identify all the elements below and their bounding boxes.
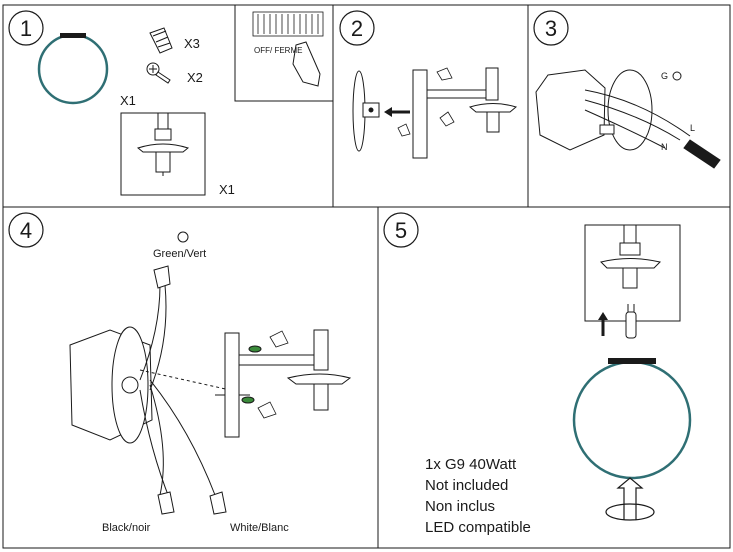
panel-grid [2, 4, 731, 549]
white-connector-icon [209, 491, 227, 515]
screw-lower-icon [257, 401, 277, 419]
ground-wire-label: G [661, 71, 668, 81]
step-1-number: 1 [20, 16, 32, 41]
step-5-badge: 5 [383, 212, 419, 248]
white-wire-label: White/Blanc [230, 522, 289, 534]
ring-quantity: X1 [120, 93, 136, 108]
ring-shade-part [37, 33, 109, 105]
wiring-lines [139, 284, 250, 501]
mounting-plate [352, 70, 380, 152]
green-screw-lower-icon [241, 396, 255, 404]
bulb-spec-line-3: Non inclus [425, 498, 495, 515]
green-wire-label: Green/Vert [153, 248, 206, 260]
step-1-badge: 1 [8, 10, 44, 46]
g9-bulb-icon [625, 304, 637, 339]
step-3-badge: 3 [533, 10, 569, 46]
black-wire-label: Black/noir [102, 522, 151, 534]
step-3-number: 3 [545, 16, 557, 41]
junction-box-wiring [535, 69, 721, 169]
screw-upper-icon [269, 330, 289, 348]
screw-icon [146, 62, 171, 84]
breaker-off-label: OFF/ FERME [254, 46, 302, 55]
fixture-quantity: X1 [219, 182, 235, 197]
black-connector-icon [157, 491, 175, 515]
step-2-badge: 2 [339, 10, 375, 46]
wire-connector-icon [149, 27, 173, 54]
screw-pair-icon [397, 67, 455, 137]
neutral-wire-label: N [661, 142, 668, 152]
step-2-number: 2 [351, 16, 363, 41]
sconce-backplate [224, 329, 352, 438]
fixture-part-box [120, 112, 206, 196]
connector-quantity: X3 [184, 36, 200, 51]
junction-box-large [69, 326, 153, 444]
bulb-spec-line-1: 1x G9 40Watt [425, 456, 517, 473]
green-screw-icon [248, 345, 262, 353]
step-5-number: 5 [395, 218, 407, 243]
bulb-spec-line-4: LED compatible [425, 519, 531, 536]
bulb-spec-line-2: Not included [425, 477, 508, 494]
step-4-number: 4 [20, 218, 32, 243]
ground-symbol-icon [177, 231, 189, 243]
green-connector-icon [153, 265, 171, 289]
rotate-icon [605, 477, 655, 521]
wall-sconce-fixture [412, 67, 518, 159]
step-4-badge: 4 [8, 212, 44, 248]
ring-shade-assembly [572, 358, 692, 480]
arrow-up-icon [598, 312, 608, 336]
ground-icon [672, 71, 682, 81]
fixture-detail-box [584, 224, 681, 322]
bulb-spec-text: 1x G9 40Watt Not included Non inclus LED… [425, 456, 531, 536]
live-wire-label: L [690, 123, 695, 133]
breaker-panel-illustration [234, 4, 334, 102]
arrow-left-icon [384, 107, 410, 117]
screw-quantity: X2 [187, 70, 203, 85]
